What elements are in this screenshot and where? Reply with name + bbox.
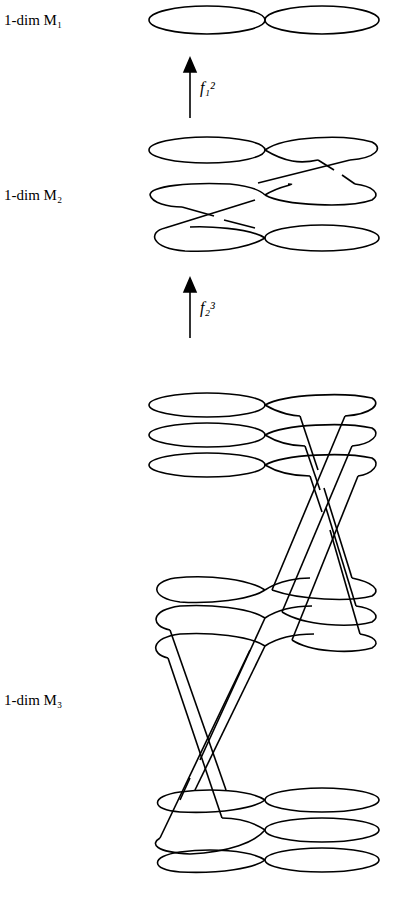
space-label: 1-dim M₁ [2,12,64,29]
map-arrow [184,278,196,338]
map-arrow [184,58,196,118]
figure-eight-row [149,393,376,477]
figure-eight-row [149,137,379,251]
space-label: 1-dim M₂ [2,187,64,204]
crossing-strands [165,160,355,228]
space-label: 1-dim M₃ [2,692,64,709]
figure-eight [149,6,379,34]
crossing-strands [272,416,360,640]
map-label: f₁² [198,79,217,97]
figure-eight-row [156,577,376,658]
figure-eight-row [155,788,379,872]
crossing-strands [160,618,265,838]
map-label: f₂³ [198,299,217,317]
